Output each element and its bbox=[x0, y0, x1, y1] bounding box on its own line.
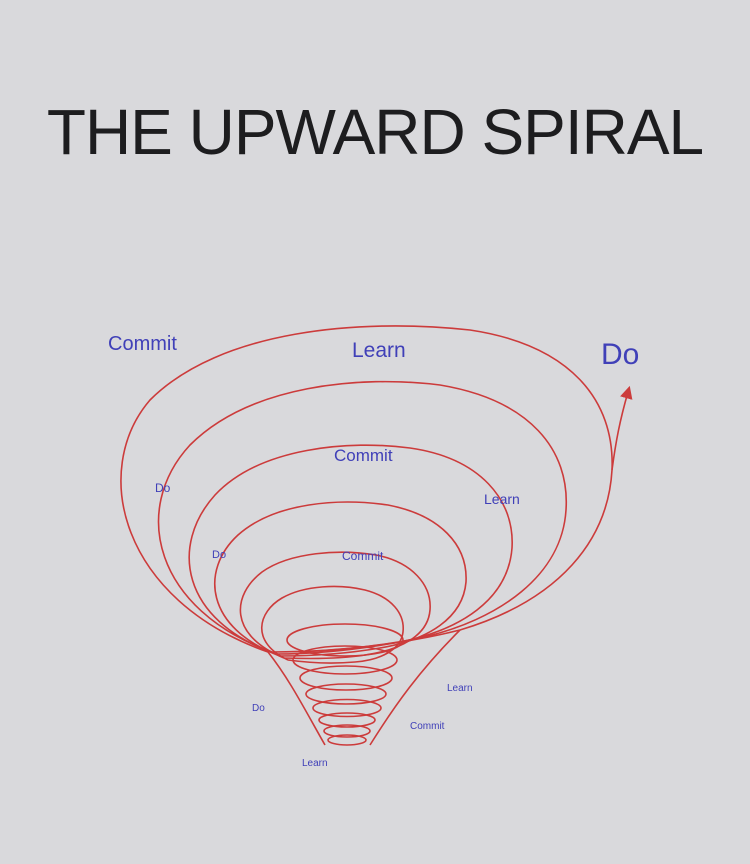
spiral-loop-11 bbox=[312, 698, 382, 718]
spiral-ring-outer-tail bbox=[611, 385, 633, 471]
label-learn-ring2: Learn bbox=[484, 491, 520, 507]
label-do-ring2: Do bbox=[155, 481, 171, 495]
spiral-ring-4 bbox=[214, 501, 467, 657]
spiral-loop-12 bbox=[318, 712, 376, 728]
label-commit-ring3: Commit bbox=[342, 549, 384, 563]
page-title: THE UPWARD SPIRAL bbox=[46, 96, 704, 168]
label-commit-ring2: Commit bbox=[334, 446, 393, 465]
label-do-inner: Do bbox=[252, 703, 265, 714]
label-learn-inner: Learn bbox=[447, 683, 473, 694]
spiral-loop-10 bbox=[305, 683, 387, 705]
spiral-loop-13 bbox=[323, 724, 371, 738]
label-learn-outer: Learn bbox=[352, 339, 406, 362]
label-learn-bottom: Learn bbox=[302, 758, 328, 769]
label-commit-outer: Commit bbox=[108, 333, 177, 355]
spiral-loop-8 bbox=[292, 645, 398, 675]
spiral-ring-2 bbox=[157, 380, 568, 653]
spiral-ring-6 bbox=[261, 585, 404, 664]
label-do-outer: Do bbox=[601, 338, 639, 371]
label-do-ring3: Do bbox=[212, 549, 226, 561]
label-commit-inner: Commit bbox=[410, 721, 445, 732]
spiral-connector-right bbox=[369, 629, 461, 746]
spiral-connector-left bbox=[267, 651, 326, 746]
spiral-loop-9 bbox=[299, 665, 393, 691]
spiral-ring-outer bbox=[120, 325, 613, 653]
spiral-loop-14 bbox=[327, 734, 367, 746]
spiral-labels: Commit Learn Do Commit Do Learn Do Commi… bbox=[108, 333, 639, 769]
spiral-rings bbox=[120, 325, 633, 746]
spiral-loop-7 bbox=[286, 623, 404, 657]
